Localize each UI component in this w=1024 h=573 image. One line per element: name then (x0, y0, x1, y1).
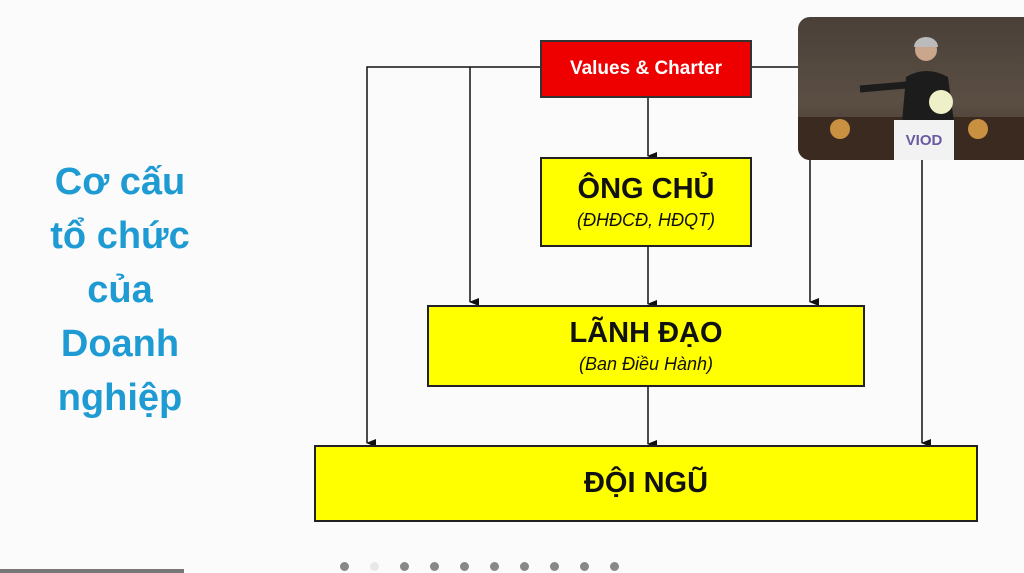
title-line: nghiệp (57, 377, 183, 419)
values-charter-box: Values & Charter (540, 40, 752, 98)
page-dot[interactable] (460, 562, 469, 571)
slide-title: Cơ cấu tổ chức của Doanh nghiệp (20, 155, 220, 425)
slide-pagination (340, 562, 619, 571)
page-dot[interactable] (520, 562, 529, 571)
page-dot[interactable] (610, 562, 619, 571)
leadership-sub: (Ban Điều Hành) (578, 354, 714, 374)
page-dot[interactable] (550, 562, 559, 571)
team-box: ĐỘI NGŨ (314, 445, 978, 522)
speaker-video-overlay[interactable]: VIOD (798, 17, 1024, 160)
owner-label: ÔNG CHỦ (577, 173, 715, 205)
speaker-image: VIOD (798, 37, 1024, 160)
page-dot[interactable] (340, 562, 349, 571)
owner-sub: (ĐHĐCĐ, HĐQT) (577, 210, 715, 230)
page-dot[interactable] (400, 562, 409, 571)
team-label: ĐỘI NGŨ (583, 467, 709, 499)
page-dot[interactable] (430, 562, 439, 571)
svg-text:VIOD: VIOD (906, 132, 943, 149)
page-dot[interactable] (490, 562, 499, 571)
page-dot-active[interactable] (370, 562, 379, 571)
title-line: của (87, 269, 153, 311)
title-line: tổ chức (50, 215, 190, 257)
leadership-label: LÃNH ĐẠO (569, 317, 723, 349)
leadership-box: LÃNH ĐẠO (Ban Điều Hành) (427, 305, 865, 387)
video-progress-bar[interactable] (0, 569, 185, 573)
page-dot[interactable] (580, 562, 589, 571)
owner-box: ÔNG CHỦ (ĐHĐCĐ, HĐQT) (540, 157, 752, 247)
title-line: Cơ cấu (54, 161, 186, 203)
title-line: Doanh (60, 323, 180, 365)
